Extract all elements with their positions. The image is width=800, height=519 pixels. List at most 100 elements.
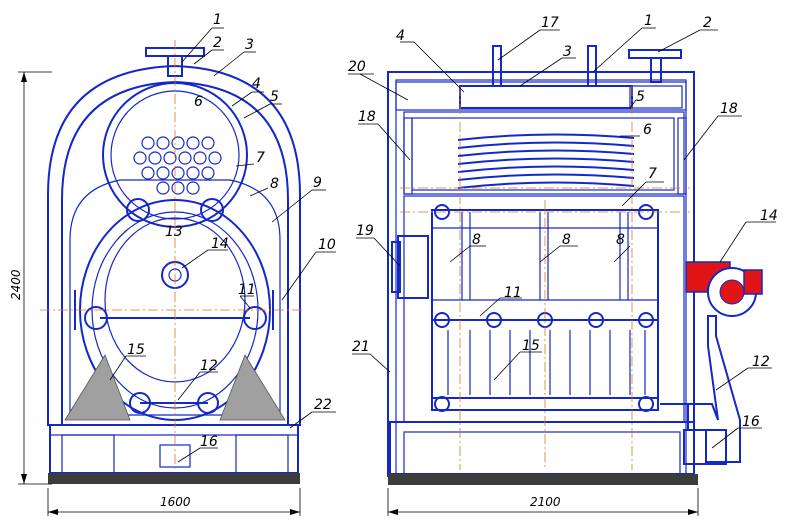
svg-text:8: 8 bbox=[562, 232, 571, 248]
tube-bundle bbox=[133, 136, 222, 195]
svg-text:2: 2 bbox=[703, 15, 712, 31]
svg-text:5: 5 bbox=[636, 89, 645, 105]
svg-text:14: 14 bbox=[211, 236, 229, 252]
front-callout-13: 13 bbox=[165, 224, 183, 240]
side-callout-16: 16 bbox=[711, 414, 762, 449]
svg-text:21: 21 bbox=[352, 339, 370, 355]
side-callout-8a: 8 bbox=[449, 232, 486, 263]
svg-text:12: 12 bbox=[752, 354, 770, 370]
front-callouts: 1 2 3 4 5 6 7 8 9 10 11 12 13 14 15 16 2… bbox=[109, 12, 336, 463]
front-brick-lining bbox=[69, 179, 281, 416]
side-callout-18-right: 18 bbox=[683, 101, 742, 161]
front-callout-14: 14 bbox=[181, 236, 229, 269]
svg-text:13: 13 bbox=[165, 224, 183, 240]
side-callout-20: 20 bbox=[348, 59, 409, 101]
front-callout-5: 5 bbox=[243, 89, 282, 119]
front-callout-1: 1 bbox=[181, 12, 224, 63]
side-callout-6: 6 bbox=[620, 122, 652, 138]
side-callout-8c: 8 bbox=[613, 232, 631, 263]
inspection-door bbox=[397, 235, 429, 299]
front-base-frame bbox=[49, 424, 299, 474]
left-support bbox=[64, 354, 131, 421]
flue-pipe bbox=[687, 315, 741, 463]
svg-text:19: 19 bbox=[356, 223, 374, 239]
svg-text:20: 20 bbox=[348, 59, 366, 75]
side-callout-3: 3 bbox=[519, 44, 576, 87]
front-callout-16: 16 bbox=[177, 434, 218, 463]
side-callout-8b: 8 bbox=[539, 232, 578, 263]
svg-text:15: 15 bbox=[522, 338, 540, 354]
heat-exchanger-coils bbox=[457, 133, 635, 189]
side-callout-18-left: 18 bbox=[358, 109, 411, 161]
svg-text:18: 18 bbox=[358, 109, 376, 125]
svg-text:12: 12 bbox=[200, 358, 218, 374]
front-callout-15: 15 bbox=[109, 342, 146, 381]
svg-text:18: 18 bbox=[720, 101, 738, 117]
front-callout-2: 2 bbox=[193, 35, 224, 65]
front-callout-12: 12 bbox=[177, 358, 218, 401]
svg-text:8: 8 bbox=[270, 176, 279, 192]
front-callout-8: 8 bbox=[249, 176, 279, 197]
svg-text:1: 1 bbox=[213, 12, 222, 28]
front-height-dimension: 2400 bbox=[9, 269, 23, 300]
side-callout-21: 21 bbox=[352, 339, 391, 373]
svg-text:17: 17 bbox=[541, 15, 559, 31]
svg-text:2: 2 bbox=[213, 35, 222, 51]
side-callout-12: 12 bbox=[715, 354, 772, 391]
svg-text:10: 10 bbox=[318, 237, 336, 253]
svg-text:7: 7 bbox=[256, 150, 265, 166]
side-callout-4: 4 bbox=[396, 28, 465, 93]
svg-text:16: 16 bbox=[200, 434, 218, 450]
svg-text:5: 5 bbox=[270, 89, 279, 105]
svg-text:16: 16 bbox=[742, 414, 760, 430]
side-brick-lining bbox=[403, 195, 685, 423]
front-dimensions: 2400 1600 bbox=[9, 71, 301, 516]
svg-text:11: 11 bbox=[238, 282, 256, 298]
front-callout-9: 9 bbox=[271, 175, 326, 223]
svg-text:4: 4 bbox=[252, 76, 261, 92]
side-callout-19: 19 bbox=[356, 223, 401, 267]
left-header bbox=[126, 198, 150, 222]
front-foundation bbox=[48, 473, 300, 484]
side-callout-14: 14 bbox=[719, 208, 778, 263]
side-callout-7: 7 bbox=[621, 166, 664, 207]
side-callout-15: 15 bbox=[493, 338, 542, 381]
front-callout-4: 4 bbox=[231, 76, 264, 107]
side-width-dimension: 2100 bbox=[530, 495, 561, 509]
side-base-frame bbox=[389, 421, 695, 475]
svg-text:9: 9 bbox=[313, 175, 322, 191]
svg-text:8: 8 bbox=[472, 232, 481, 248]
side-view bbox=[387, 45, 763, 485]
front-callout-6: 6 bbox=[194, 94, 203, 110]
right-support bbox=[219, 354, 286, 421]
side-callout-17: 17 bbox=[497, 15, 560, 61]
front-width-dimension: 1600 bbox=[160, 495, 191, 509]
side-callout-2: 2 bbox=[657, 15, 718, 53]
right-header bbox=[200, 198, 224, 222]
side-callout-5: 5 bbox=[629, 89, 645, 109]
side-callout-11: 11 bbox=[479, 285, 522, 317]
svg-text:11: 11 bbox=[504, 285, 522, 301]
svg-text:22: 22 bbox=[314, 397, 332, 413]
svg-text:8: 8 bbox=[616, 232, 625, 248]
svg-text:3: 3 bbox=[245, 37, 254, 53]
front-callout-3: 3 bbox=[213, 37, 256, 77]
side-foundation bbox=[388, 474, 698, 485]
side-callouts: 17 1 2 4 3 20 5 18 6 18 7 19 8 8 8 14 11… bbox=[348, 13, 778, 449]
svg-text:7: 7 bbox=[648, 166, 657, 182]
svg-text:4: 4 bbox=[396, 28, 405, 44]
svg-text:14: 14 bbox=[760, 208, 778, 224]
side-callout-1: 1 bbox=[592, 13, 656, 73]
front-view bbox=[40, 40, 305, 484]
svg-text:3: 3 bbox=[563, 44, 572, 60]
front-callout-22: 22 bbox=[289, 397, 336, 429]
front-callout-7: 7 bbox=[235, 150, 265, 167]
side-dimensions: 2100 bbox=[387, 488, 699, 516]
front-callout-11: 11 bbox=[238, 282, 256, 309]
svg-text:6: 6 bbox=[643, 122, 652, 138]
side-upper-drum bbox=[459, 85, 633, 109]
svg-text:1: 1 bbox=[644, 13, 653, 29]
svg-text:15: 15 bbox=[127, 342, 145, 358]
front-callout-10: 10 bbox=[281, 237, 336, 301]
